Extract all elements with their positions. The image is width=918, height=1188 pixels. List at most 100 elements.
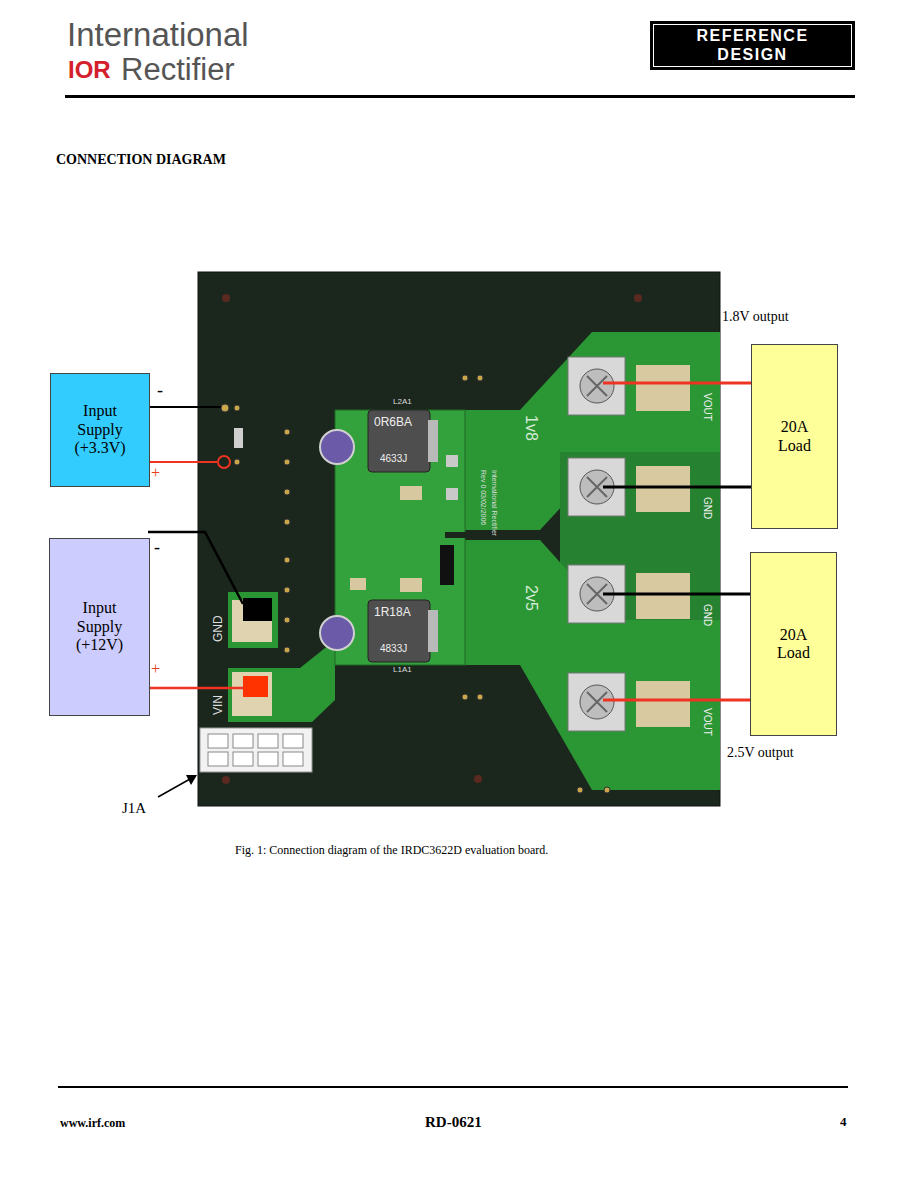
test-point: [604, 787, 610, 793]
inductor: [368, 600, 430, 662]
figure-caption: Fig. 1: Connection diagram of the IRDC36…: [235, 844, 548, 858]
polarity-sign: -: [154, 537, 160, 558]
footer-url: www.irf.com: [60, 1117, 125, 1131]
negative-wire: [148, 406, 221, 408]
test-point: [462, 375, 468, 381]
test-point: [477, 375, 483, 381]
smd-part: [400, 578, 422, 592]
leader-line: [158, 779, 190, 797]
test-point: [234, 405, 240, 411]
capacitor: [320, 430, 354, 650]
copper-pour: [228, 640, 335, 722]
supply-wire: [148, 404, 243, 688]
logo-text: International: [67, 16, 249, 54]
part-marking: 4633J: [380, 453, 407, 465]
screw-slot: [587, 376, 607, 712]
negative-wire: [603, 486, 751, 489]
part-marking: 0R6BA: [374, 416, 412, 430]
input-pad: [232, 598, 272, 716]
footer-rule: [58, 1086, 848, 1088]
silkscreen-text: Rev 0 03/02/2006: [479, 470, 487, 525]
j1a-connector: [200, 728, 312, 772]
pcb-board: [198, 272, 720, 806]
node-body: REFERENCE DESIGN: [659, 27, 846, 64]
copper-pour: [445, 332, 720, 530]
test-point: [284, 647, 290, 653]
node-body: 20A Load: [766, 418, 823, 455]
node-text: Input Supply (+3.3V): [65, 402, 135, 457]
page-heading: CONNECTION DIAGRAM: [56, 152, 226, 168]
smd-part: [446, 488, 458, 500]
silkscreen-text: GND: [212, 615, 226, 642]
inductor: [368, 410, 430, 472]
logo-mark: IOR: [68, 56, 111, 84]
arrow-head: [186, 775, 197, 785]
leader-arrow: [158, 775, 197, 797]
smd-part: [440, 545, 454, 585]
pcb-board: [198, 272, 720, 806]
node-text: 20A Load: [765, 626, 822, 663]
connector-label: J1A: [122, 800, 146, 817]
silkscreen-text: 2v5: [522, 585, 540, 611]
mounting-hole: [222, 294, 230, 302]
connector-pin: [208, 752, 228, 766]
copper-pour: [228, 592, 278, 648]
supply-box: Input Supply (+3.3V): [50, 373, 150, 487]
load-box: 20A Load: [751, 344, 838, 529]
output-pad: [636, 573, 690, 619]
test-point: [462, 694, 468, 700]
mounting-hole: [634, 294, 642, 302]
input-pad: [232, 672, 272, 716]
positive-wire: [603, 699, 750, 702]
polarity-sign: +: [151, 660, 160, 678]
mounting-hole: [474, 775, 482, 783]
test-point: [284, 587, 290, 593]
test-point: [234, 459, 240, 465]
test-point: [284, 489, 290, 495]
load-box: 20A Load: [750, 552, 837, 736]
negative-wire: [603, 593, 750, 596]
output-pad: [636, 466, 690, 512]
logo-text: Rectifier: [121, 52, 235, 88]
part-marking: 4833J: [380, 643, 407, 655]
output-label: 1.8V output: [722, 309, 789, 325]
silkscreen-text: GND: [702, 497, 714, 519]
vin-marker: [243, 676, 268, 697]
output-terminal: [568, 357, 690, 731]
header-rule: [65, 95, 855, 98]
part-name: L2A1: [393, 397, 412, 406]
connector-pin: [258, 752, 278, 766]
inductor-lead: [428, 420, 438, 462]
node-body: Input Supply (+3.3V): [65, 402, 135, 457]
silkscreen-text: VOUT: [702, 708, 714, 736]
node-text: 20A Load: [766, 418, 823, 455]
test-point: [284, 429, 290, 435]
polarity-sign: -: [157, 380, 163, 401]
node-body: 20A Load: [765, 626, 822, 663]
connector-pin: [233, 734, 253, 748]
smd-part: [350, 578, 366, 590]
connector-pin: [208, 734, 228, 748]
gnd-marker: [243, 598, 272, 621]
load-wire: [603, 383, 751, 700]
test-point: [577, 787, 583, 793]
silkscreen-text: 1v8: [522, 415, 540, 441]
connector-pin: [283, 734, 303, 748]
test-point: [284, 519, 290, 525]
test-point: [284, 557, 290, 563]
negative-wire: [148, 532, 243, 604]
test-point: [221, 404, 229, 412]
capacitor: [320, 430, 354, 464]
connector-pin: [283, 752, 303, 766]
part-name: L1A1: [393, 665, 412, 674]
connector-pin: [233, 752, 253, 766]
output-label: 2.5V output: [727, 745, 794, 761]
node-text: REFERENCE DESIGN: [659, 27, 846, 64]
test-point: [284, 617, 290, 623]
inductor: [368, 410, 438, 662]
positive-wire: [148, 461, 217, 463]
copper-pour: [445, 540, 720, 790]
positive-wire: [603, 382, 751, 385]
page-number: 4: [840, 1115, 847, 1130]
